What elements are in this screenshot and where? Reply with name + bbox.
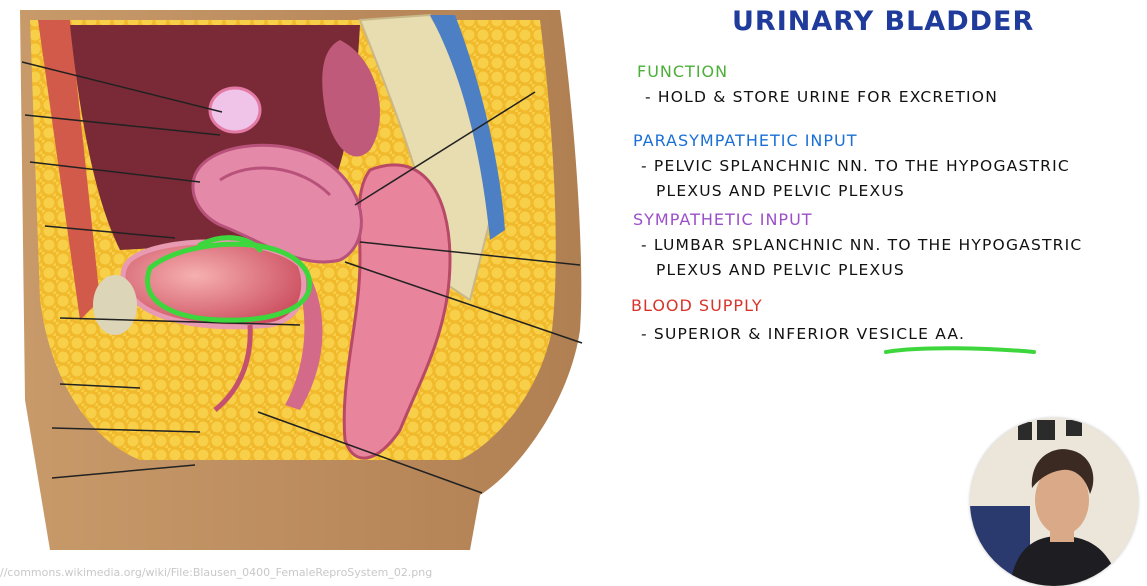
vesicle-underline xyxy=(884,346,1036,354)
sympathetic-line-2: PLEXUS AND PELVIC PLEXUS xyxy=(656,261,905,279)
sympathetic-line-1: - LUMBAR SPLANCHNIC NN. TO THE HYPOGASTR… xyxy=(641,236,1083,254)
bladder-highlight-circle xyxy=(145,235,313,323)
presenter-avatar xyxy=(970,418,1138,586)
section-heading-function: FUNCTION xyxy=(637,62,729,81)
section-heading-blood-supply: BLOOD SUPPLY xyxy=(631,296,763,315)
section-heading-parasympathetic: PARASYMPATHETIC INPUT xyxy=(633,131,858,150)
parasympathetic-line-2: PLEXUS AND PELVIC PLEXUS xyxy=(656,182,905,200)
page-title: URINARY BLADDER xyxy=(732,6,1035,37)
parasympathetic-line-1: - PELVIC SPLANCHNIC NN. TO THE HYPOGASTR… xyxy=(641,157,1070,175)
source-url: //commons.wikimedia.org/wiki/File:Blause… xyxy=(0,566,433,579)
section-heading-sympathetic: SYMPATHETIC INPUT xyxy=(633,210,813,229)
presenter-webcam xyxy=(970,418,1138,586)
pelvis-anatomy-illustration xyxy=(20,10,583,550)
blood-supply-line-1: - SUPERIOR & INFERIOR VESICLE AA. xyxy=(641,325,966,343)
function-line-1: - HOLD & STORE URINE FOR EXCRETION xyxy=(645,88,999,106)
